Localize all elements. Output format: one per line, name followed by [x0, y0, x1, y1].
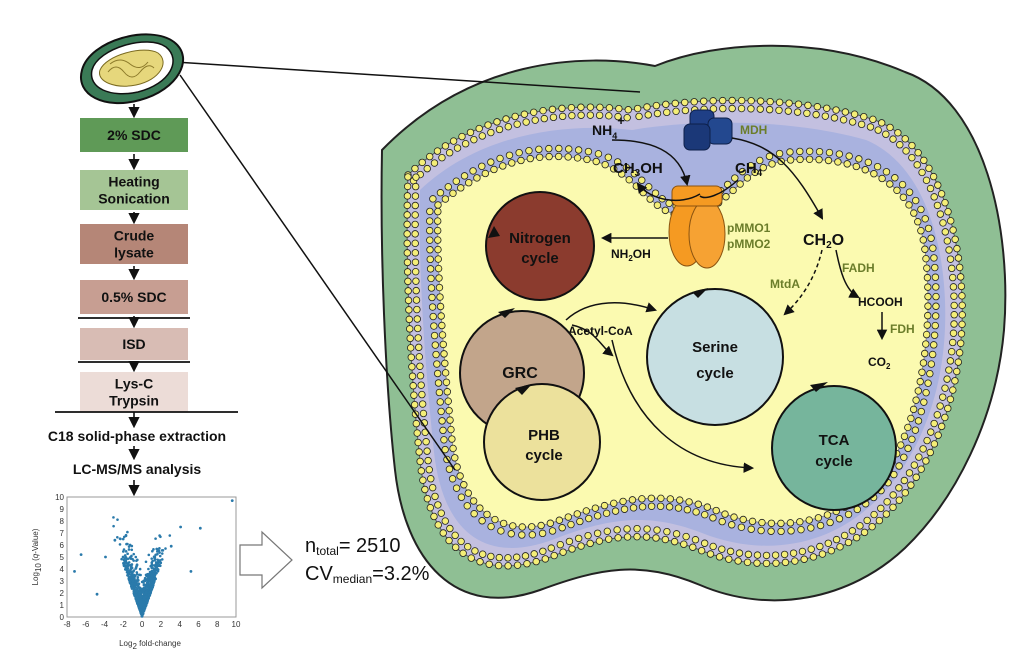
- zoom-line-bottom: [179, 74, 456, 471]
- volcano-xtick-0: -8: [63, 620, 71, 629]
- pathway-arrows: [565, 137, 888, 473]
- volcano-xtick-7: 6: [196, 620, 201, 629]
- phb-cycle-label-2: cycle: [525, 447, 563, 464]
- zoom-line-top: [174, 61, 641, 93]
- workflow-step-5-label-1: ISD: [122, 336, 145, 352]
- volcano-ytick-4: 4: [60, 565, 65, 574]
- volcano-plot: -8 -6 -4 -2 0 2 4 6 8 10 0 1 2 3 4 5 6 7 8 9 10 Log10 (q-Val…: [31, 493, 241, 651]
- mdh-enzyme: [683, 109, 733, 151]
- stats-arrow: [239, 530, 293, 590]
- n-total-stat: ntotal= 2510: [305, 535, 401, 558]
- fadh-label: FADH: [842, 261, 875, 275]
- volcano-ytick-10: 10: [55, 493, 64, 502]
- volcano-xtick-4: 0: [140, 620, 145, 629]
- volcano-xtick-1: -6: [82, 620, 90, 629]
- workflow-step-6-label-2: Trypsin: [109, 393, 159, 409]
- tca-cycle-label-1: TCA: [819, 432, 850, 449]
- workflow-step-3-label-1: Crude: [114, 228, 155, 244]
- pmmo2-label: pMMO2: [727, 237, 771, 251]
- mdh-label: MDH: [740, 123, 767, 137]
- bacterium-icon: [79, 33, 185, 105]
- membrane-lipid-beads-inner: [425, 144, 940, 539]
- workflow-step-5: ISD: [80, 328, 188, 360]
- workflow-step-6-label-1: Lys-C: [115, 376, 153, 392]
- volcano-ytick-9: 9: [60, 505, 65, 514]
- volcano-xtick-5: 2: [159, 620, 164, 629]
- workflow-step-2-label-2: Sonication: [98, 191, 170, 207]
- hcooh-label: HCOOH: [858, 295, 903, 309]
- volcano-x-label: Log2 fold-change: [119, 639, 181, 651]
- serine-cycle-label-2: cycle: [696, 365, 734, 382]
- ch3oh-label: CH3OH: [613, 160, 663, 179]
- lcms-analysis-label: LC-MS/MS analysis: [73, 461, 202, 477]
- pmmo1-label: pMMO1: [727, 221, 771, 235]
- acetyl-coa-label: Acetyl-CoA: [568, 324, 633, 338]
- volcano-ticks: -8 -6 -4 -2 0 2 4 6 8 10 0 1 2 3 4 5 6 7 8 9 10: [55, 493, 241, 629]
- volcano-ytick-2: 2: [60, 589, 65, 598]
- c18-extraction-label: C18 solid-phase extraction: [48, 428, 226, 444]
- nitrogen-cycle: Nitrogen cycle: [485, 191, 595, 301]
- volcano-xtick-9: 10: [232, 620, 241, 629]
- workflow-step-4-label-1: 0.5% SDC: [101, 289, 166, 305]
- workflow-step-1: 2% SDC: [80, 118, 188, 152]
- ch4-label: CH4: [735, 160, 763, 179]
- volcano-ytick-8: 8: [60, 517, 65, 526]
- phb-cycle: PHB cycle: [483, 383, 601, 501]
- workflow-step-1-label-1: 2% SDC: [107, 127, 161, 143]
- volcano-xtick-3: -2: [120, 620, 128, 629]
- volcano-ytick-1: 1: [60, 601, 65, 610]
- workflow-step-4: 0.5% SDC: [80, 280, 188, 314]
- pmmo-enzyme: [668, 185, 726, 269]
- co2-label: CO2: [868, 355, 891, 371]
- volcano-ytick-3: 3: [60, 577, 65, 586]
- volcano-plot-frame: [66, 496, 237, 618]
- mtda-label: MtdA: [770, 277, 800, 291]
- nh4-label: NH4+: [592, 113, 625, 141]
- phb-cycle-label-1: PHB: [528, 427, 560, 444]
- volcano-ytick-5: 5: [60, 553, 65, 562]
- grc-label: GRC: [502, 365, 538, 382]
- volcano-xtick-8: 8: [215, 620, 220, 629]
- volcano-ytick-7: 7: [60, 529, 65, 538]
- volcano-points: [73, 499, 234, 618]
- nh2oh-label: NH2OH: [611, 247, 651, 263]
- volcano-ytick-6: 6: [60, 541, 65, 550]
- nitrogen-cycle-label-1: Nitrogen: [509, 230, 571, 247]
- workflow-step-3-label-2: lysate: [114, 245, 154, 261]
- tca-cycle: TCA cycle: [771, 382, 897, 511]
- ch2o-label: CH2O: [803, 232, 844, 251]
- cv-median-stat: CVmedian=3.2%: [305, 563, 430, 586]
- fdh-label: FDH: [890, 322, 915, 336]
- serine-cycle-label-1: Serine: [692, 339, 738, 356]
- volcano-xtick-6: 4: [177, 620, 182, 629]
- nitrogen-cycle-label-2: cycle: [521, 250, 559, 267]
- volcano-y-label: Log10 (q-Value): [31, 528, 43, 585]
- tca-cycle-label-2: cycle: [815, 453, 853, 470]
- volcano-ytick-0: 0: [60, 613, 65, 622]
- serine-cycle: Serine cycle: [646, 288, 784, 426]
- workflow-step-2-label-1: Heating: [108, 174, 159, 190]
- membrane-lipid-beads-outer: [403, 96, 966, 570]
- volcano-xtick-2: -4: [101, 620, 109, 629]
